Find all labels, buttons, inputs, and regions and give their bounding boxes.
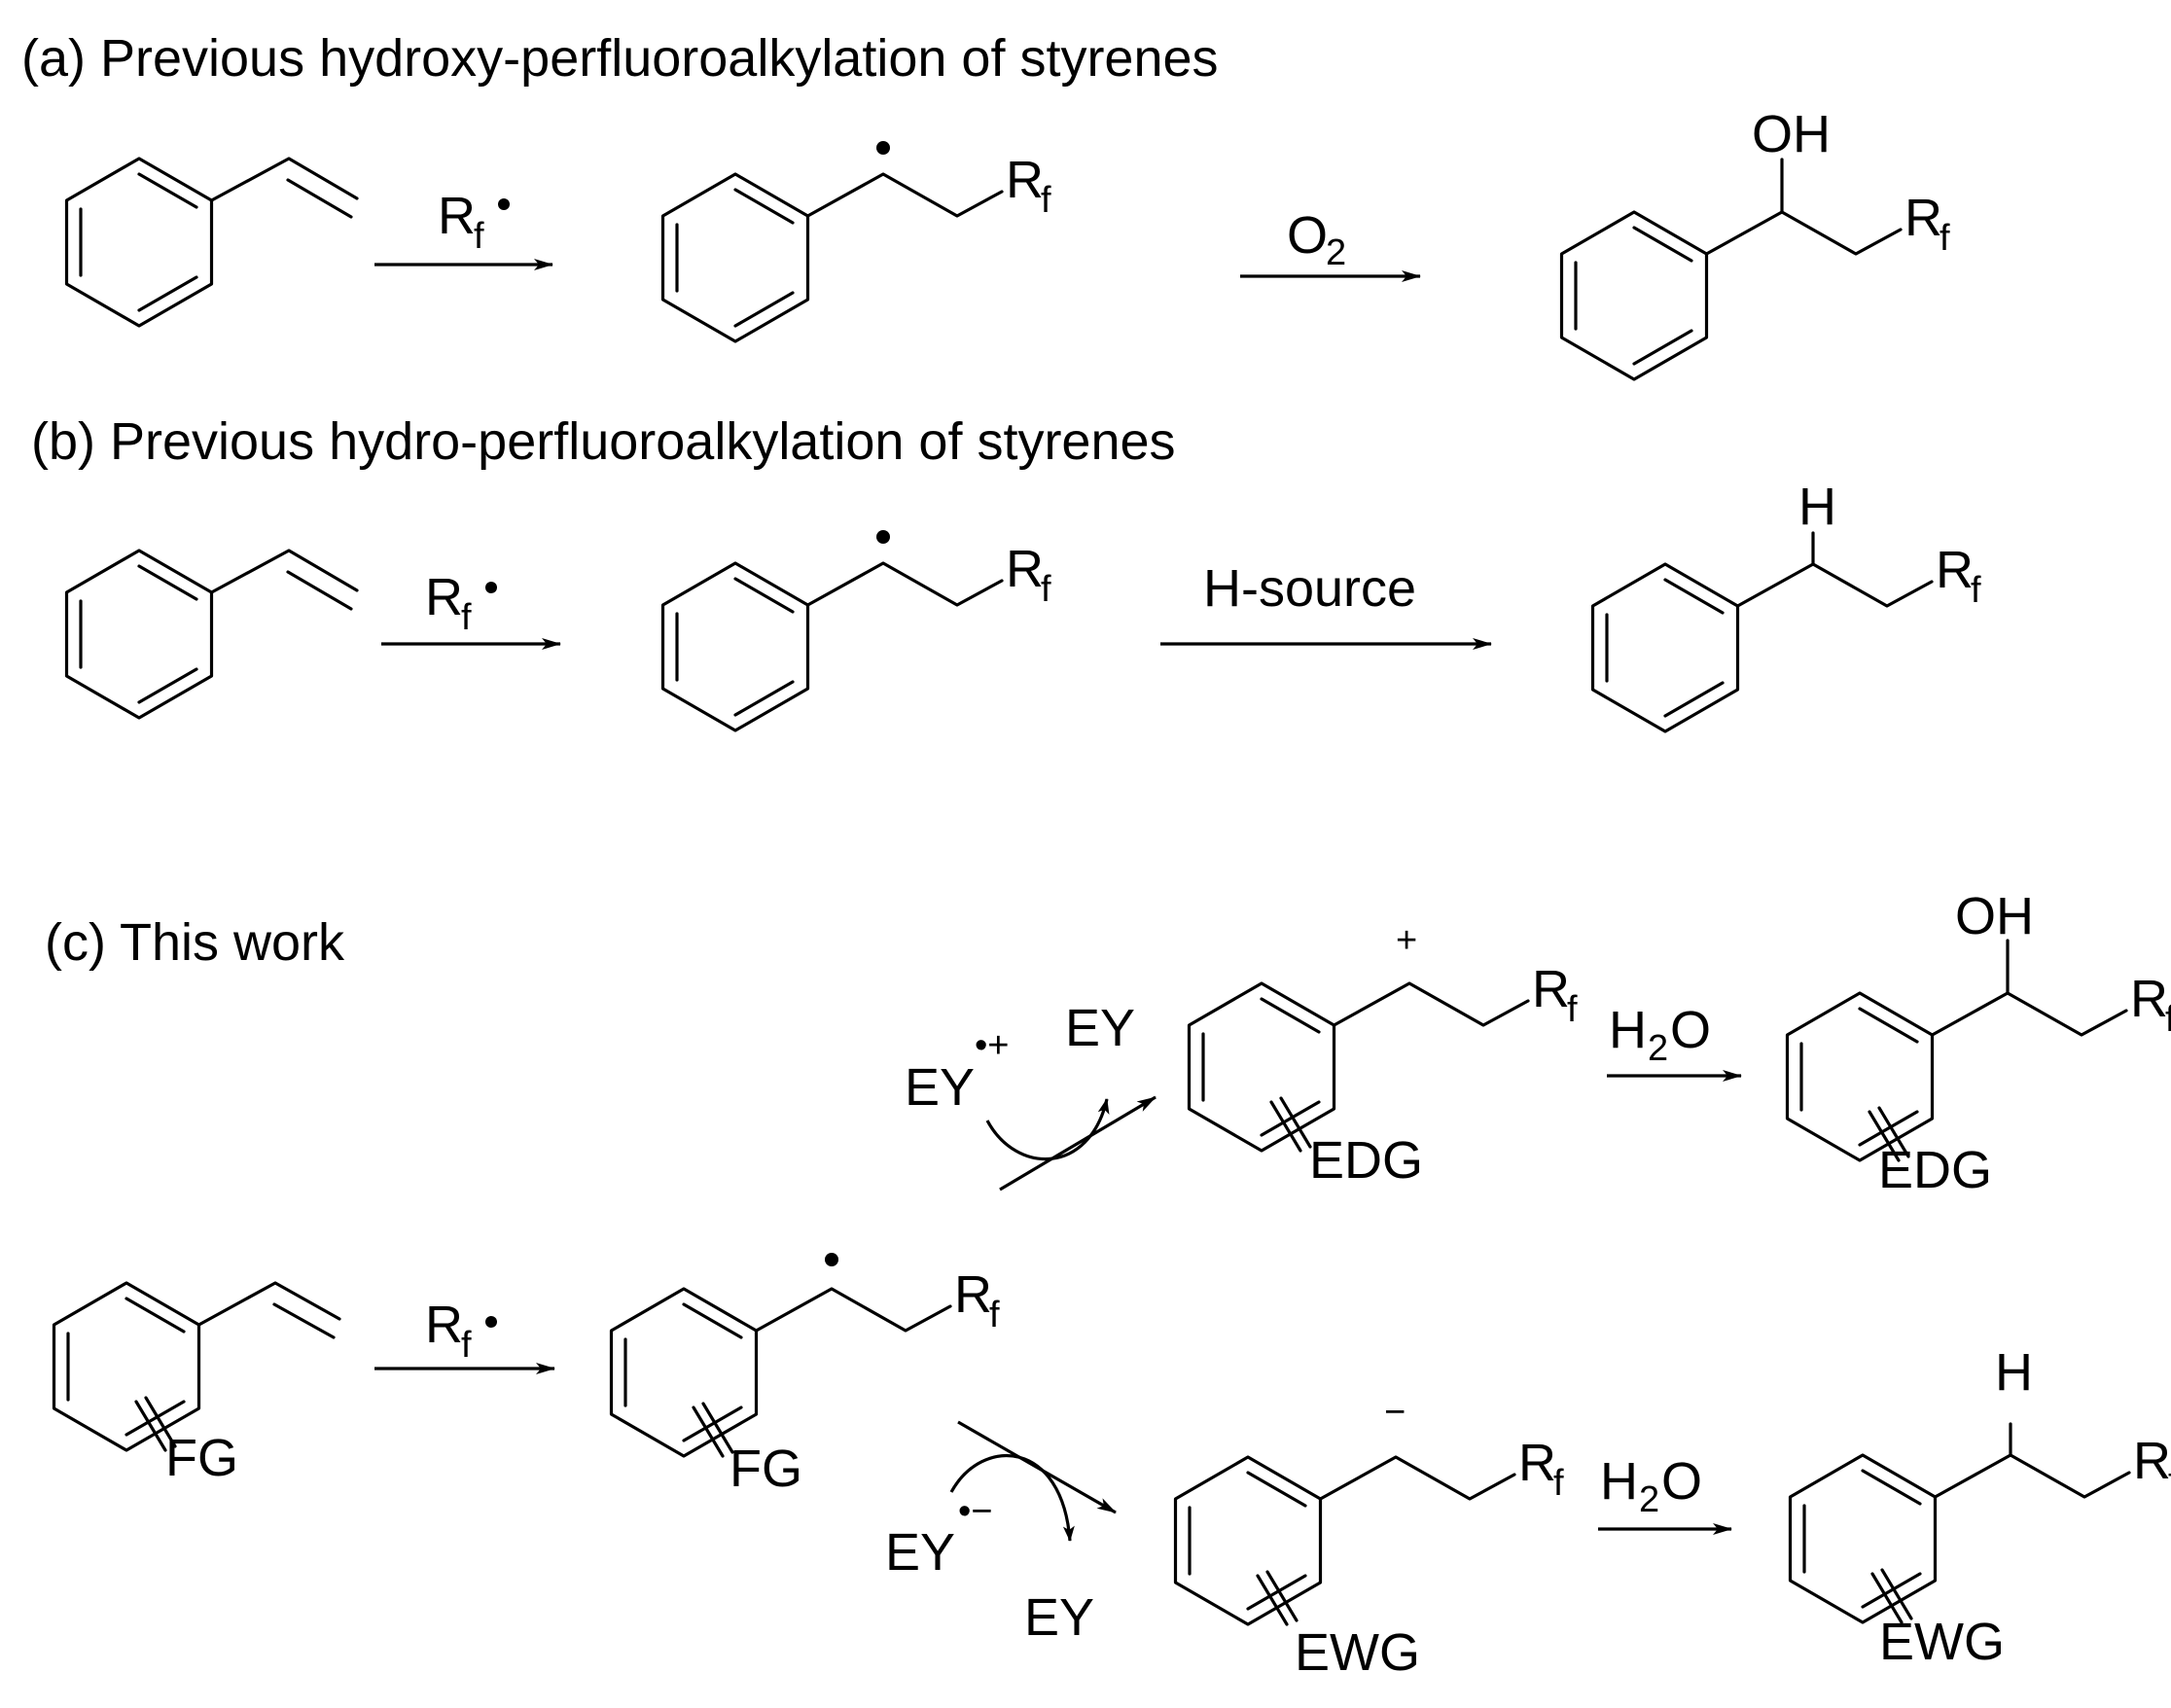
svg-text:f: f [989,1295,1000,1335]
c-arrow-h2o-lower: H 2 O [1598,1452,1732,1535]
a-arrow-o2: O 2 [1240,206,1421,282]
c-substituted-styrene: FG [52,1281,341,1487]
svg-text:f: f [2165,999,2171,1040]
svg-text:f: f [474,216,484,257]
svg-text:f: f [1567,989,1578,1030]
c-reduction-arrow: EY •− EY [885,1420,1117,1647]
svg-text:2: 2 [1639,1479,1659,1520]
svg-text:OH: OH [1955,887,2034,945]
heading-a: (a) Previous hydroxy-perfluoroalkylation… [21,29,1219,88]
svg-text:2: 2 [1326,232,1346,273]
svg-text:f: f [1041,180,1051,221]
b-arrow-h-source: H-source [1160,559,1492,650]
svg-text:R: R [954,1265,992,1324]
svg-text:+: + [1396,920,1417,961]
svg-text:H-source: H-source [1203,559,1416,618]
c-oxidation-arrow: EY •+ EY [905,999,1157,1192]
svg-text:−: − [1384,1392,1406,1433]
a-styrene [64,157,359,328]
svg-text:f: f [461,597,472,638]
svg-text:H: H [1798,478,1836,536]
svg-text:f: f [1041,569,1051,610]
svg-text:R: R [1532,960,1570,1018]
svg-text:2: 2 [1648,1028,1668,1069]
svg-text:R: R [1006,151,1044,209]
b-product-hydro: H R f [1590,478,1981,733]
svg-text:O: O [1661,1452,1702,1511]
c-radical-intermediate: R f FG [609,1253,1000,1498]
svg-text:R: R [2133,1432,2171,1490]
b-styrene [64,549,359,720]
svg-text:EY: EY [1065,999,1135,1057]
radical-dot [498,198,510,210]
svg-text:R: R [1518,1434,1556,1492]
svg-text:FG: FG [165,1429,238,1487]
svg-text:FG: FG [730,1440,802,1498]
c-product-alcohol: OH R f EDG [1785,887,2171,1199]
svg-text:EWG: EWG [1879,1613,2005,1671]
svg-text:•+: •+ [975,1025,1010,1066]
svg-text:EDG: EDG [1309,1131,1423,1190]
svg-text:f: f [1553,1463,1564,1504]
svg-text:R: R [1936,541,1974,599]
svg-text:R: R [425,1296,463,1354]
c-product-hydro: H R f EWG [1788,1343,2171,1671]
svg-text:O: O [1670,1001,1711,1059]
a-radical-intermediate: R f [660,141,1051,343]
svg-text:R: R [438,187,476,245]
svg-text:R: R [1904,189,1942,247]
svg-text:f: f [2168,1461,2171,1502]
svg-text:R: R [1006,540,1044,598]
a-arrow-rf: R f [374,187,553,270]
svg-text:f: f [1971,570,1981,611]
svg-text:EDG: EDG [1878,1141,1992,1199]
svg-text:R: R [2130,970,2168,1028]
b-radical-intermediate: R f [660,530,1051,732]
svg-text:H: H [1609,1001,1647,1059]
svg-text:H: H [1600,1452,1638,1511]
svg-text:EWG: EWG [1295,1623,1420,1682]
b-arrow-rf: R f [381,568,561,650]
c-anion-intermediate: − R f EWG [1173,1392,1564,1682]
c-arrow-rf: R f [374,1296,555,1374]
a-product-alcohol: OH R f [1559,105,1950,381]
svg-text:OH: OH [1752,105,1831,163]
svg-text:•−: •− [958,1491,993,1532]
svg-text:f: f [461,1325,472,1366]
c-arrow-h2o-upper: H 2 O [1607,1001,1742,1082]
svg-text:EY: EY [905,1058,975,1117]
svg-text:EY: EY [1024,1588,1094,1647]
svg-text:O: O [1287,206,1328,265]
heading-b: (b) Previous hydro-perfluoroalkylation o… [31,412,1176,471]
c-cation-intermediate: + R f EDG [1187,920,1578,1190]
svg-text:H: H [1995,1343,2033,1402]
svg-text:f: f [1940,218,1950,259]
heading-c: (c) This work [45,913,345,972]
svg-text:R: R [425,568,463,626]
svg-text:EY: EY [885,1523,955,1582]
